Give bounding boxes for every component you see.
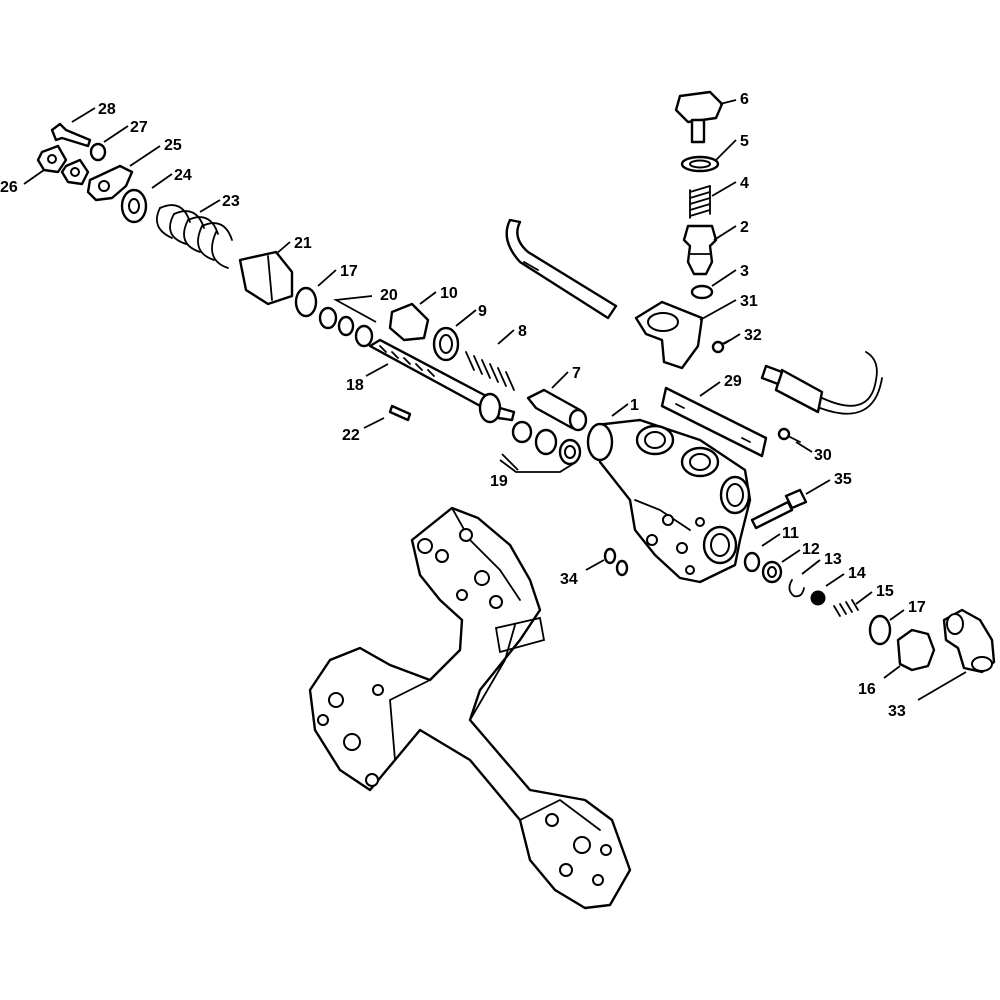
part-34-o-rings (603, 547, 629, 577)
part-22-pin (388, 404, 412, 422)
callout-28: 28 (98, 101, 116, 118)
callout-27: 27 (130, 119, 148, 136)
callout-12: 12 (802, 541, 820, 558)
callout-30: 30 (814, 447, 832, 464)
callout-6: 6 (740, 91, 749, 108)
callout-33: 33 (888, 703, 906, 720)
callout-17-right: 17 (908, 599, 926, 616)
part-16-plug (896, 628, 936, 672)
callout-16: 16 (858, 681, 876, 698)
callout-18: 18 (346, 377, 364, 394)
callout-labels: 28 27 25 26 24 23 21 17 20 10 9 8 7 1 18… (0, 91, 926, 720)
callout-31: 31 (740, 293, 758, 310)
part-21-fitting (238, 250, 294, 306)
part-17-o-ring-right (868, 614, 892, 646)
part-18-rod (368, 338, 516, 424)
part-17-o-ring-left (294, 286, 318, 318)
callout-25: 25 (164, 137, 182, 154)
hose-tube (505, 218, 618, 320)
part-12-plug (761, 560, 783, 584)
callout-13: 13 (824, 551, 842, 568)
callout-20: 20 (380, 287, 398, 304)
callout-34: 34 (560, 571, 578, 588)
callout-4: 4 (740, 175, 749, 192)
callout-3: 3 (740, 263, 749, 280)
part-10-fitting (388, 302, 430, 342)
callout-21: 21 (294, 235, 312, 252)
part-9-ring (432, 326, 460, 362)
callout-10: 10 (440, 285, 458, 302)
part-29-plate (660, 386, 768, 458)
part-19-rings (511, 420, 582, 466)
callout-2: 2 (740, 219, 749, 236)
part-24-washer (120, 188, 148, 224)
callout-19: 19 (490, 473, 508, 490)
part-30-screw (777, 427, 801, 443)
part-7-pin (526, 388, 588, 432)
callout-15: 15 (876, 583, 894, 600)
part-25-tab-washer (86, 164, 134, 202)
callout-17-left: 17 (340, 263, 358, 280)
part-15-spring (833, 599, 859, 617)
callout-23: 23 (222, 193, 240, 210)
part-23-spring (156, 204, 233, 269)
part-13-clip (788, 579, 805, 598)
part-4-spring (689, 185, 711, 219)
callout-22: 22 (342, 427, 360, 444)
part-33-elbow-fitting (942, 608, 996, 674)
part-6-cap (674, 90, 724, 144)
callout-35: 35 (834, 471, 852, 488)
part-35-bolt (750, 488, 808, 530)
mounting-bracket (308, 506, 632, 910)
pressure-switch (760, 351, 883, 415)
callout-14: 14 (848, 565, 866, 582)
callout-32: 32 (744, 327, 762, 344)
part-26-nut (36, 144, 68, 174)
valve-body (586, 418, 752, 584)
part-5-bore (689, 159, 711, 169)
callout-7: 7 (572, 365, 581, 382)
part-20-washers (318, 306, 374, 348)
callout-1: 1 (630, 397, 639, 414)
callout-9: 9 (478, 303, 487, 320)
callout-5: 5 (740, 133, 749, 150)
part-26-nut-2 (60, 158, 90, 186)
callout-11: 11 (782, 525, 799, 542)
part-8-spring (465, 351, 515, 391)
part-3-o-ring (690, 284, 714, 300)
part-2-valve-insert (682, 224, 718, 276)
callout-8: 8 (518, 323, 527, 340)
part-28-bolt (50, 122, 92, 148)
callout-29: 29 (724, 373, 742, 390)
part-31-bracket (634, 300, 704, 370)
callout-24: 24 (174, 167, 192, 184)
part-14-ball (810, 590, 826, 606)
callout-26: 26 (0, 179, 18, 196)
part-11-o-ring (743, 551, 761, 573)
part-27-washer (89, 142, 107, 162)
leader-lines (23, 99, 967, 701)
